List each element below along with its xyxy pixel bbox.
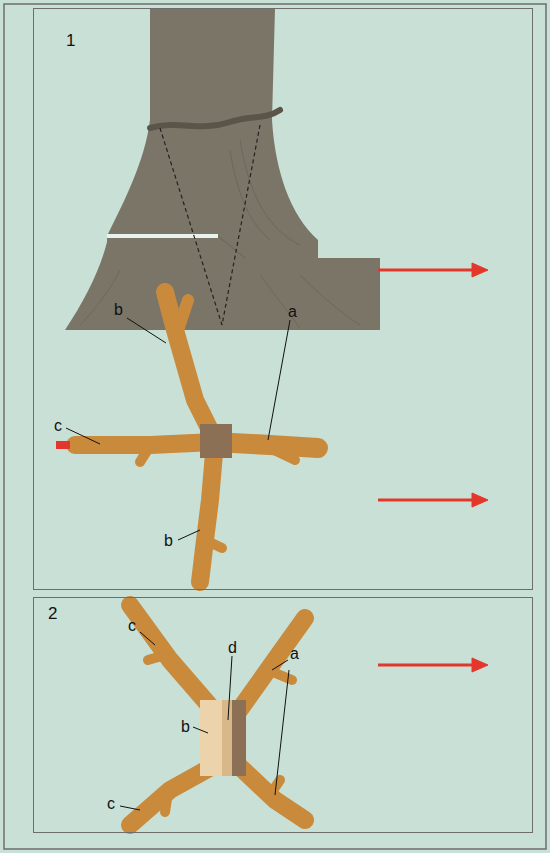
part-letter: c [128, 618, 136, 634]
stump-section [200, 424, 232, 458]
middle-section [222, 700, 232, 776]
root-plate [130, 605, 305, 825]
dashed-line [222, 125, 260, 325]
part-letter: d [228, 640, 237, 656]
felling-cut [107, 234, 218, 238]
bark-lines [80, 140, 360, 328]
part-letter: b [181, 719, 190, 735]
panel-number: 2 [48, 604, 57, 624]
stump-section [232, 700, 246, 776]
part-letter: c [107, 796, 115, 812]
part-letter: a [288, 304, 297, 320]
panel: 1 [33, 8, 533, 590]
part-letter: b [164, 533, 173, 549]
part-letter: b [114, 302, 123, 318]
light-section [200, 700, 222, 776]
trunk-step [245, 258, 380, 330]
part-letter: a [290, 646, 299, 662]
root-plate [75, 292, 318, 582]
part-letter: c [54, 418, 62, 434]
panel-number: 1 [66, 31, 75, 51]
leader-line [66, 318, 290, 810]
direction-arrow [378, 263, 488, 672]
outer-frame [4, 4, 546, 849]
marker [56, 441, 70, 449]
